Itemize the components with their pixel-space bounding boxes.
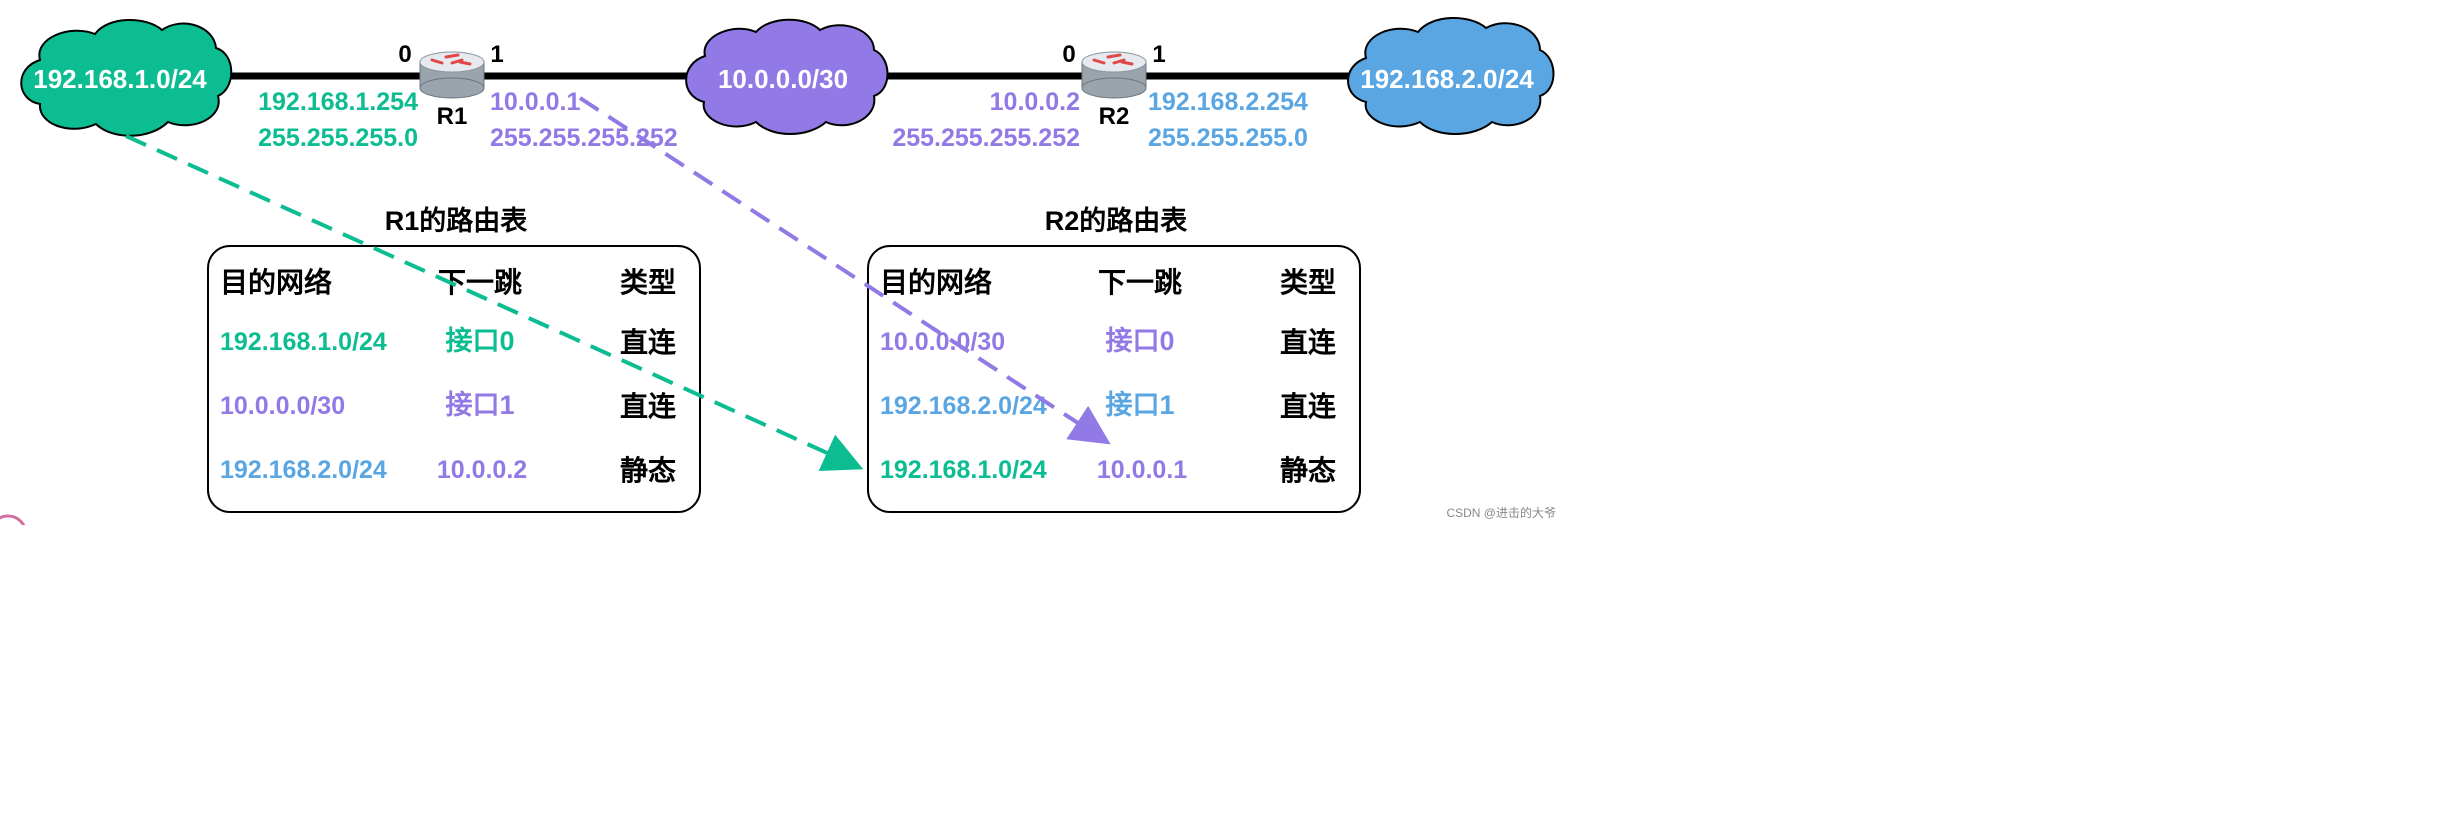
interface-mask: 255.255.255.0 [258,124,418,152]
table-cell-type: 直连 [1280,391,1337,422]
cloud-shape-purple [685,18,889,135]
table-cell-next: 接口1 [1105,390,1174,420]
router-r1: 0 1 R1 192.168.1.254 255.255.255.0 10.0.… [258,41,678,152]
router-icon [419,51,485,99]
table-cell-type: 直连 [620,391,677,422]
table-border [207,245,701,513]
table-cell-next: 10.0.0.2 [437,456,527,484]
router-name: R2 [1099,103,1130,130]
logo-partial [0,514,26,525]
table-header: 目的网络 [880,266,992,298]
interface-mask: 255.255.255.252 [490,124,678,152]
interface-mask: 255.255.255.0 [1148,124,1308,152]
network-cloud-192-168-1-0: 192.168.1.0/24 [20,19,233,137]
table-header: 下一跳 [1098,267,1182,298]
table-title: R2的路由表 [1045,205,1188,236]
cloud-shape-blue [1347,17,1555,135]
interface-ip: 192.168.2.254 [1148,88,1308,116]
cloud-shape-green [20,19,233,137]
table-cell-dest: 192.168.2.0/24 [880,392,1047,420]
router-r2: 0 1 R2 10.0.0.2 255.255.255.252 192.168.… [892,41,1308,152]
table-header: 目的网络 [220,266,332,298]
table-cell-next: 接口0 [445,326,514,356]
arrow-purple-dashed [578,96,1111,445]
table-cell-next: 接口1 [445,390,514,420]
network-cloud-10-0-0-0: 10.0.0.0/30 [685,18,889,135]
interface-ip: 10.0.0.1 [490,88,580,116]
interface-mask: 255.255.255.252 [892,124,1080,152]
table-header: 类型 [1280,267,1336,298]
table-border [867,245,1361,513]
watermark: CSDN @进击的大爷 [1446,505,1556,520]
table-cell-dest: 192.168.1.0/24 [880,456,1047,484]
routing-table-r1: R1的路由表 目的网络 下一跳 类型 192.168.1.0/24 接口0 直连… [207,205,701,513]
interface-ip: 192.168.1.254 [258,88,418,116]
router-name: R1 [437,103,468,130]
table-cell-dest: 192.168.2.0/24 [220,456,387,484]
network-cloud-192-168-2-0: 192.168.2.0/24 [1347,17,1555,135]
table-cell-type: 静态 [1280,455,1336,486]
router-port-0: 0 [1062,41,1075,68]
table-title: R1的路由表 [385,205,528,236]
network-diagram: 192.168.1.0/24 10.0.0.0/30 192.168.2.0/2… [0,17,1556,525]
router-port-1: 1 [1152,41,1165,68]
table-cell-next: 接口0 [1105,326,1174,356]
table-cell-dest: 10.0.0.0/30 [220,392,345,420]
table-cell-dest: 10.0.0.0/30 [880,328,1005,356]
table-cell-type: 直连 [1280,327,1337,358]
network-label: 192.168.2.0/24 [1360,64,1534,94]
table-cell-type: 直连 [620,327,677,358]
router-port-1: 1 [490,41,503,68]
router-icon [1081,51,1147,99]
router-port-0: 0 [398,41,411,68]
table-cell-next: 10.0.0.1 [1097,456,1187,484]
routing-table-r2: R2的路由表 目的网络 下一跳 类型 10.0.0.0/30 接口0 直连 19… [867,205,1361,513]
network-label: 10.0.0.0/30 [718,64,848,94]
arrow-green-dashed [125,134,864,472]
network-label: 192.168.1.0/24 [33,64,207,94]
interface-ip: 10.0.0.2 [990,88,1080,116]
table-cell-dest: 192.168.1.0/24 [220,328,387,356]
table-cell-type: 静态 [620,455,676,486]
table-header: 类型 [620,267,676,298]
